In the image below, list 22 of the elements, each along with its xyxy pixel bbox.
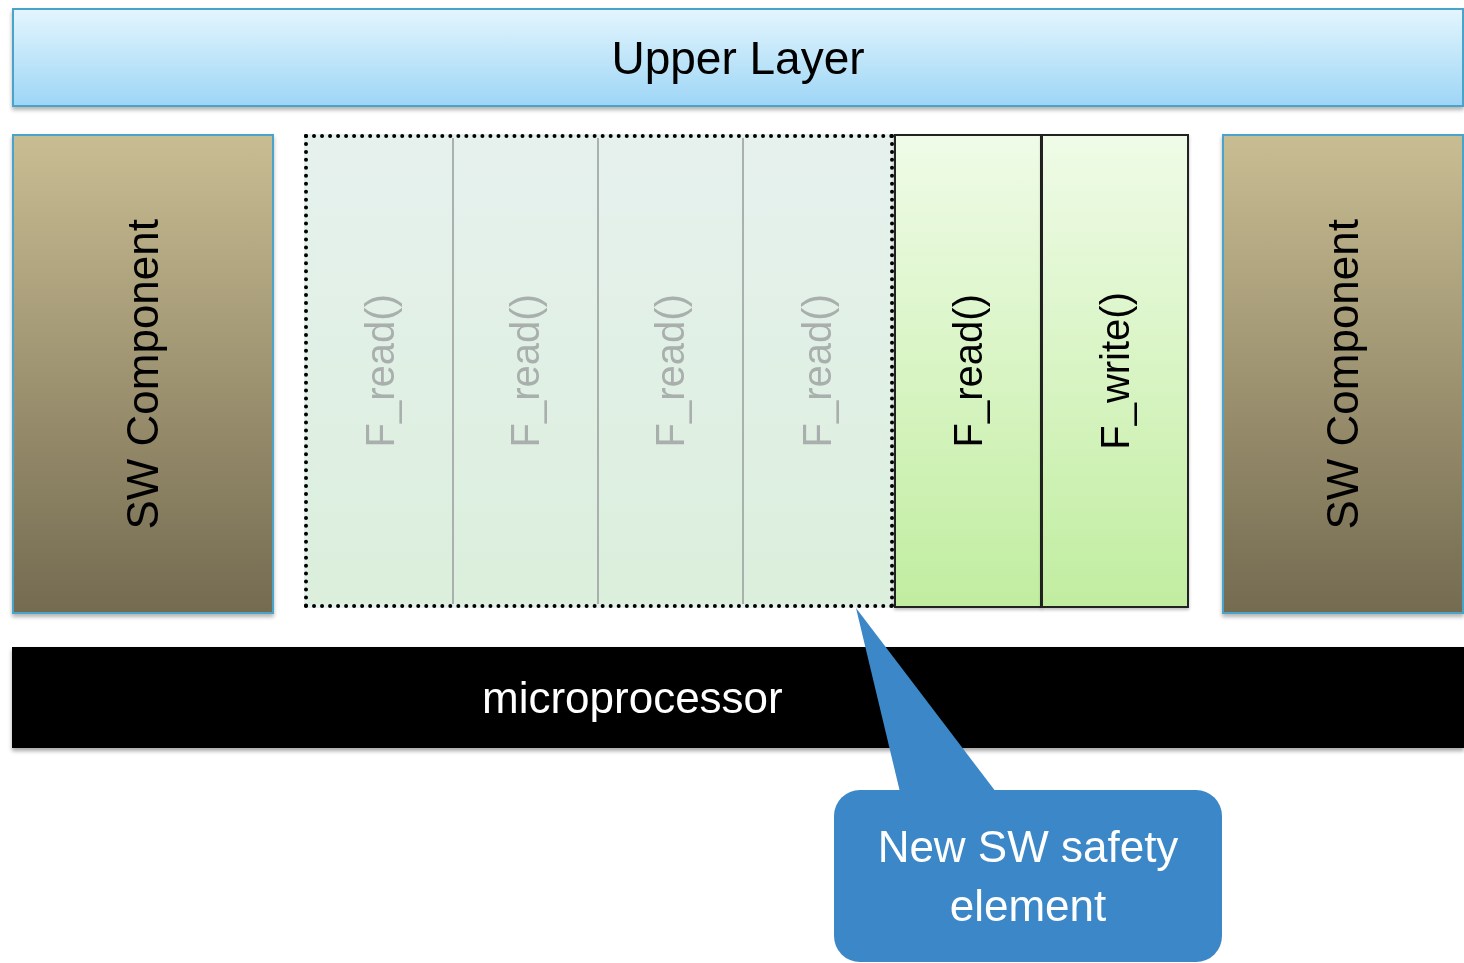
function-label: F_read() — [357, 294, 403, 448]
component-label: SW Component — [1318, 218, 1368, 530]
callout-text: New SW safety element — [876, 820, 1180, 932]
function-label: F_read() — [794, 294, 840, 448]
component-label: SW Component — [118, 218, 168, 530]
function-label: F_read() — [945, 294, 991, 448]
function-label: F_read() — [648, 294, 693, 448]
processor-bar — [12, 647, 1464, 748]
function-block — [599, 138, 744, 604]
function-block — [1041, 134, 1189, 608]
layer-band — [12, 8, 1464, 107]
callout-pointer — [856, 608, 996, 792]
component-block — [12, 134, 274, 614]
function-block — [454, 138, 599, 604]
dashed-group-box — [304, 134, 894, 608]
function-block — [894, 134, 1042, 608]
layer-label: Upper Layer — [611, 30, 865, 85]
function-block — [308, 138, 454, 604]
function-label: F_read() — [503, 294, 548, 448]
processor-label: microprocessor — [482, 672, 783, 723]
component-block — [1222, 134, 1464, 614]
function-label: F_write() — [1092, 292, 1138, 450]
